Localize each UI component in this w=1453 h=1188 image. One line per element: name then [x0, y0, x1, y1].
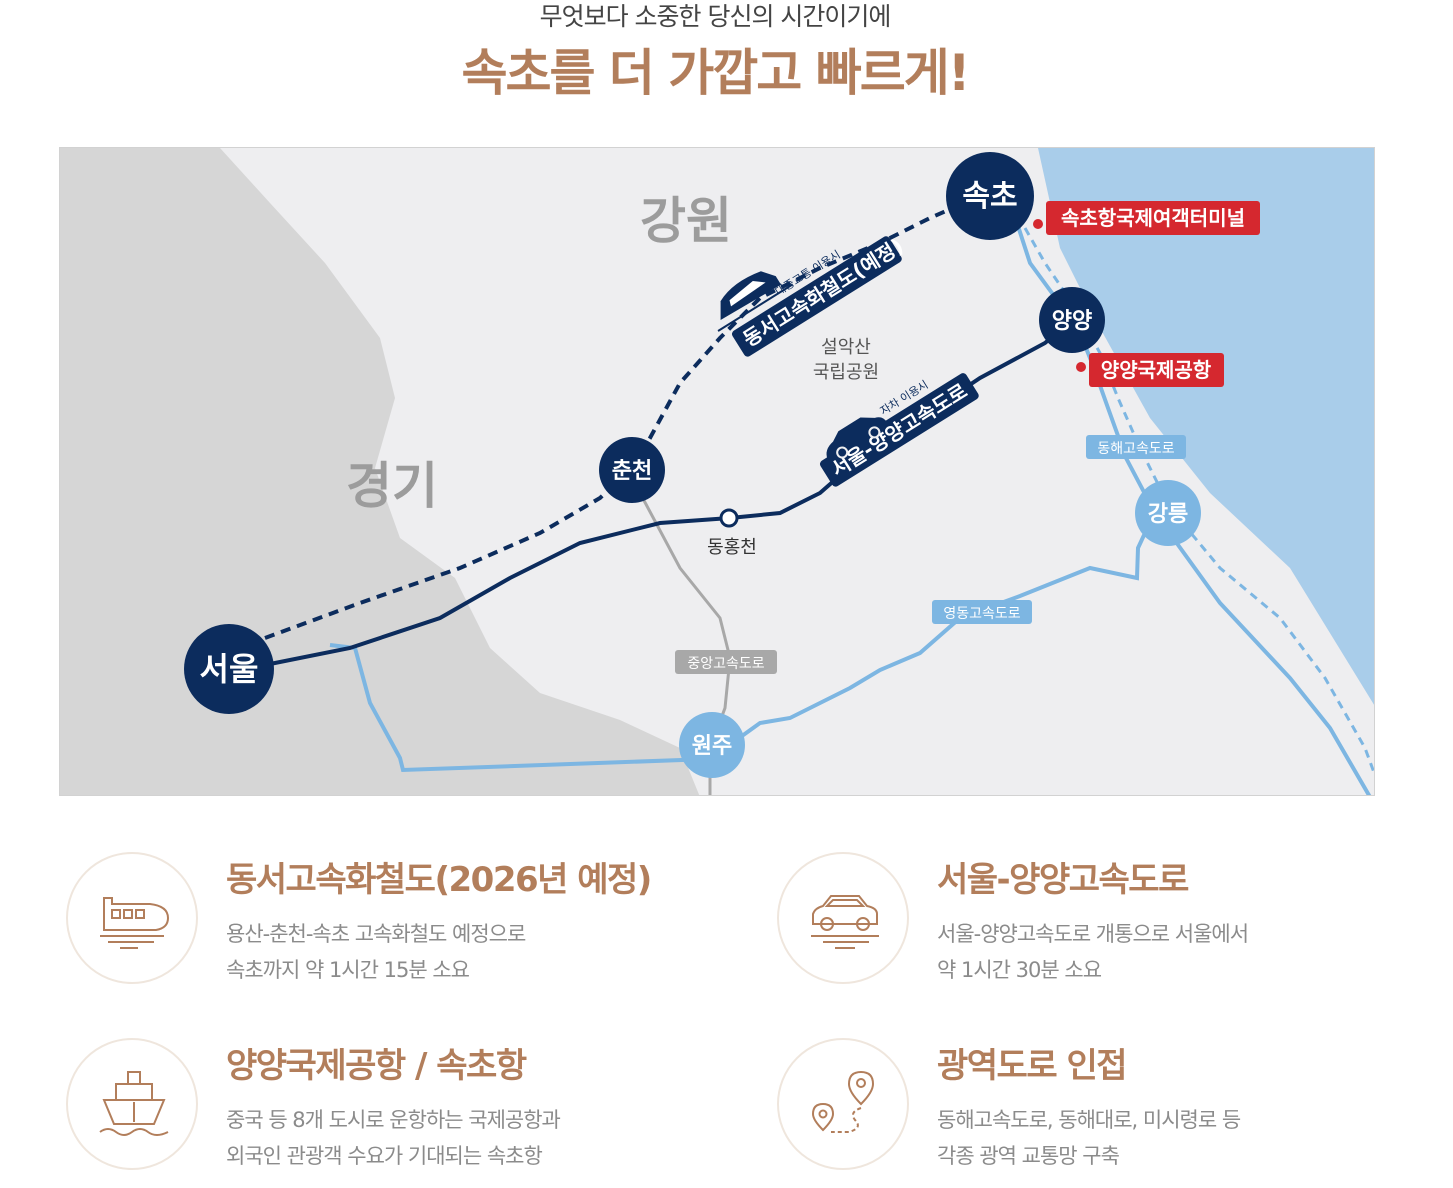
feature-desc-line: 서울-양양고속도로 개통으로 서울에서 [937, 922, 1249, 946]
feature-desc-line: 용산-춘천-속초 고속화철도 예정으로 [226, 922, 526, 946]
feature-title: 서울-양양고속도로 [937, 860, 1189, 900]
dongseo-rail-line [264, 194, 981, 640]
city-seoul: 서울 [200, 650, 259, 688]
yeongdong-expressway-line [329, 512, 1157, 773]
feature-regional-roads: 광역도로 인접 동해고속도로, 동해대로, 미시령로 등 각종 광역 교통망 구… [771, 1038, 1371, 1188]
park-label-line1: 설악산 [821, 337, 871, 358]
poi-yangyang-airport: 양양국제공항 [1101, 358, 1212, 382]
donghae-road-dashed [1023, 227, 1374, 777]
route-pin-icon [811, 1070, 875, 1133]
feature-rail: 동서고속화철도(2026년 예정) 용산-춘천-속초 고속화철도 예정으로 속초… [60, 852, 660, 1002]
stop-donghongcheon: 동홍천 [707, 537, 757, 558]
feature-expressway: 서울-양양고속도로 서울-양양고속도로 개통으로 서울에서 약 1시간 30분 … [771, 852, 1371, 1002]
feature-description: 용산-춘천-속초 고속화철도 예정으로 속초까지 약 1시간 15분 소요 [226, 916, 526, 988]
road-label-donghae: 동해고속도로 [1097, 441, 1174, 457]
feature-desc-line: 약 1시간 30분 소요 [937, 958, 1102, 982]
car-map-icon [826, 417, 887, 460]
feature-desc-line: 동해고속도로, 동해대로, 미시령로 등 [937, 1108, 1241, 1132]
region-gangwon: 강원 [640, 192, 732, 250]
feature-airport-port: 양양국제공항 / 속초항 중국 등 8개 도시로 운항하는 국제공항과 외국인 … [60, 1038, 660, 1188]
feature-description: 서울-양양고속도로 개통으로 서울에서 약 1시간 30분 소요 [937, 916, 1249, 988]
ship-icon [99, 1071, 169, 1136]
feature-icon-circle [777, 1038, 909, 1170]
road-label-yeongdong: 영동고속도로 [943, 606, 1020, 622]
city-chuncheon: 춘천 [612, 459, 652, 484]
feature-desc-line: 속초까지 약 1시간 15분 소요 [226, 958, 470, 982]
feature-desc-line: 외국인 관광객 수요가 기대되는 속초항 [226, 1144, 543, 1168]
city-yangyang: 양양 [1052, 309, 1092, 334]
feature-icon-circle [777, 852, 909, 984]
region-gyeonggi: 경기 [346, 457, 438, 515]
map-canvas: 강원 경기 설악산 국립공원 동서고속화철도(예정) 대중교통 이용시 서울-양… [60, 148, 1374, 795]
feature-title: 광역도로 인접 [937, 1046, 1128, 1086]
city-wonju: 원주 [692, 734, 732, 759]
poi-sokcho-terminal: 속초항국제여객터미널 [1061, 206, 1245, 230]
train-icon [100, 897, 170, 949]
feature-icon-circle [66, 852, 198, 984]
sea-area [1038, 148, 1374, 705]
feature-desc-line: 중국 등 8개 도시로 운항하는 국제공항과 [226, 1108, 561, 1132]
city-gangneung: 강릉 [1148, 502, 1188, 527]
feature-title: 동서고속화철도(2026년 예정) [226, 860, 652, 900]
transport-map: 강원 경기 설악산 국립공원 동서고속화철도(예정) 대중교통 이용시 서울-양… [59, 147, 1375, 796]
city-sokcho: 속초 [962, 179, 1017, 214]
page-subtitle: 무엇보다 소중한 당신의 시간이기에 [539, 2, 892, 31]
feature-description: 중국 등 8개 도시로 운항하는 국제공항과 외국인 관광객 수요가 기대되는 … [226, 1102, 561, 1174]
park-label-line2: 국립공원 [813, 362, 879, 383]
feature-description: 동해고속도로, 동해대로, 미시령로 등 각종 광역 교통망 구축 [937, 1102, 1241, 1174]
donghae-expressway-line [1016, 225, 1372, 795]
feature-desc-line: 각종 광역 교통망 구축 [937, 1144, 1120, 1168]
feature-icon-circle [66, 1038, 198, 1170]
feature-title: 양양국제공항 / 속초항 [226, 1046, 527, 1086]
road-label-jungang: 중앙고속도로 [687, 656, 764, 672]
train-map-icon [717, 271, 794, 332]
page-headline: 속초를 더 가깝고 빠르게! [461, 44, 970, 102]
car-icon [811, 895, 879, 949]
